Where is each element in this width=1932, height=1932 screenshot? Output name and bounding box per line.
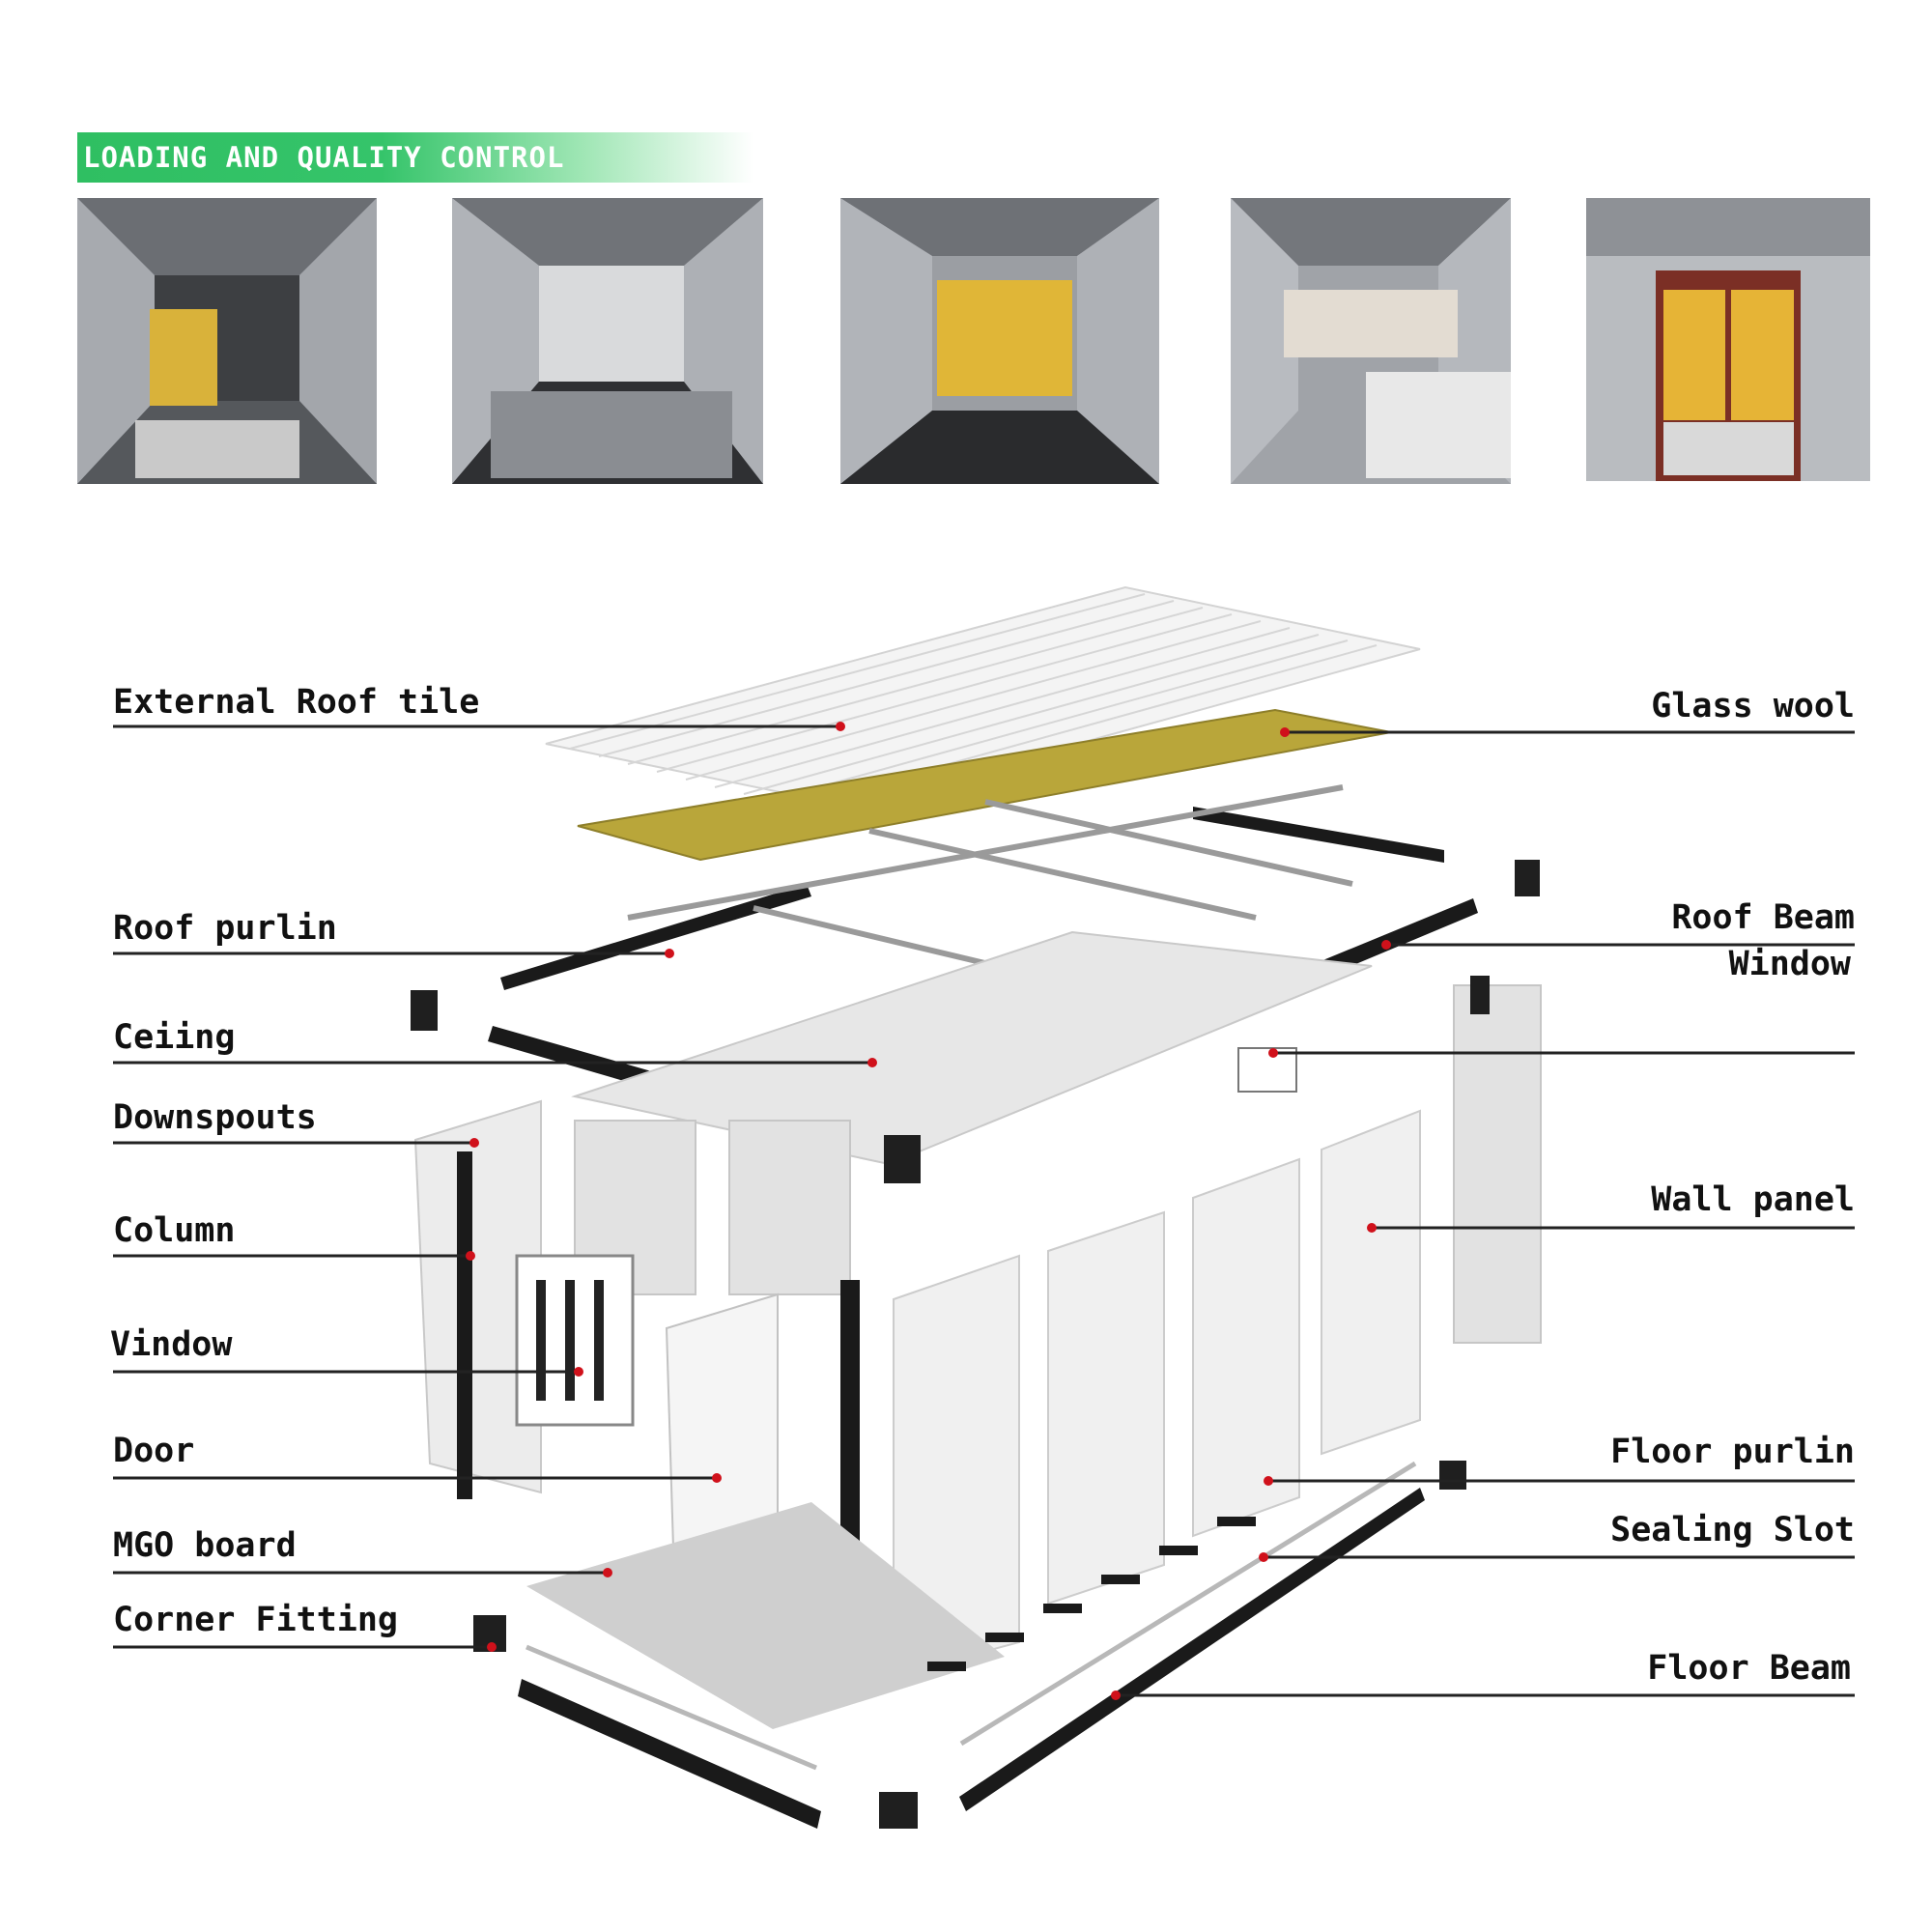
mgo-board-illustration <box>526 1502 1005 1729</box>
container-photo-2 <box>452 198 763 484</box>
leader-lines <box>113 724 1855 1697</box>
container-photo-1 <box>77 198 377 484</box>
wall-panels-illustration <box>893 1109 1421 1678</box>
label-wall-panel: Wall panel <box>1651 1180 1855 1219</box>
container-photo-5 <box>1586 198 1870 481</box>
corner-fitting-illustration <box>411 860 1540 1829</box>
banner-background <box>77 132 753 183</box>
label-door: Door <box>113 1432 195 1470</box>
label-mgo-board: MGO board <box>113 1526 297 1565</box>
window-illustration <box>515 1047 1297 1427</box>
container-photo-4 <box>1231 198 1511 484</box>
label-downspouts: Downspouts <box>113 1098 317 1137</box>
label-sealing-slot: Sealing Slot <box>1610 1511 1855 1549</box>
banner-title: LOADING AND QUALITY CONTROL <box>83 141 565 174</box>
label-corner-fitting: Corner Fitting <box>113 1601 399 1639</box>
label-glass-wool: Glass wool <box>1651 687 1855 725</box>
label-window: Window <box>1728 945 1851 983</box>
label-external-roof-tile: External Roof tile <box>113 683 480 722</box>
label-vindow: Vindow <box>110 1325 233 1364</box>
container-photo-3 <box>840 198 1159 484</box>
floor-frame-illustration <box>518 1488 1425 1829</box>
label-roof-beam: Roof Beam <box>1671 898 1855 937</box>
label-floor-purlin: Floor purlin <box>1610 1433 1855 1471</box>
label-roof-purlin: Roof purlin <box>113 909 337 948</box>
label-floor-beam: Floor Beam <box>1647 1649 1851 1688</box>
label-ceiling: Ceiing <box>113 1018 236 1057</box>
pointer-dots <box>466 722 1391 1700</box>
label-column: Column <box>113 1211 236 1250</box>
